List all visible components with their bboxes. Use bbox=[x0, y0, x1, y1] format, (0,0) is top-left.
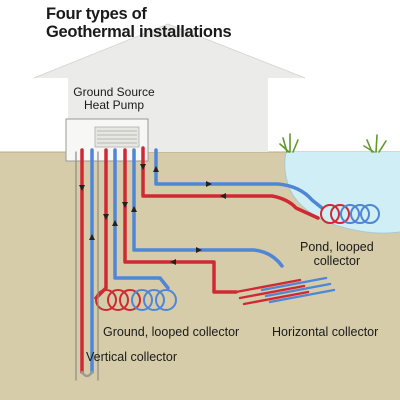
arrow-down-icon bbox=[79, 185, 85, 191]
diagram-title: Four types of Geothermal installations bbox=[46, 5, 232, 42]
pond-coil-2 bbox=[330, 204, 350, 224]
pond-edge bbox=[284, 151, 400, 234]
flow-arrows bbox=[79, 164, 226, 265]
ground-coil-5 bbox=[143, 289, 165, 311]
horizontal-loop-pipes bbox=[123, 148, 336, 306]
house-outline bbox=[33, 23, 306, 79]
ground-return-pipe bbox=[113, 148, 170, 290]
arrow-down-icon bbox=[103, 214, 109, 220]
vertical-collector-label: Vertical collector bbox=[86, 350, 178, 364]
arrow-left-icon bbox=[170, 259, 176, 265]
horizontal-supply-pipe bbox=[123, 148, 238, 294]
arrow-left-icon bbox=[220, 193, 226, 199]
grass-right-icon bbox=[363, 134, 387, 153]
ground-collector-label: Ground, looped collector bbox=[103, 325, 240, 339]
pond-label-line-2: collector bbox=[313, 253, 361, 268]
arrow-down-icon bbox=[140, 164, 146, 170]
ground-supply-pipe bbox=[94, 148, 108, 300]
arrow-right-icon bbox=[196, 247, 202, 253]
grass-left-icon bbox=[279, 133, 299, 153]
ground-coil-1 bbox=[95, 289, 117, 311]
pond-coil-5 bbox=[360, 204, 380, 224]
ground-coil-6 bbox=[155, 289, 177, 311]
title-line-1: Four types of bbox=[46, 5, 147, 23]
pond-coil-1 bbox=[320, 204, 340, 224]
pond-coil-4 bbox=[350, 204, 370, 224]
horizontal-return-pipe bbox=[132, 148, 284, 268]
pond-coil-3 bbox=[340, 204, 360, 224]
vertical-loop-bottom bbox=[80, 370, 94, 378]
horizontal-collector-label: Horizontal collector bbox=[272, 325, 379, 339]
heat-pump-label-line-1: Ground Source bbox=[73, 85, 155, 99]
arrow-down-icon bbox=[122, 202, 128, 208]
arrow-right-icon bbox=[206, 181, 212, 187]
ground-loop-pipes bbox=[94, 148, 177, 311]
pond-loop-pipes bbox=[141, 146, 380, 224]
ground-coil-4 bbox=[131, 289, 153, 311]
horizontal-grid-blue bbox=[260, 276, 336, 304]
arrow-up-icon bbox=[112, 220, 118, 226]
heat-pump-label-line-2: Heat Pump bbox=[83, 97, 145, 112]
arrow-up-icon bbox=[89, 234, 95, 240]
heat-pump-label: Ground Source Heat Pump bbox=[66, 86, 162, 112]
arrow-up-icon bbox=[153, 166, 159, 172]
title-line-2: Geothermal installations bbox=[46, 22, 232, 41]
ground-coil-3 bbox=[119, 289, 141, 311]
pond-return-pipe bbox=[154, 148, 324, 210]
pond-collector-label: Pond, looped collector bbox=[300, 240, 374, 268]
ground-coil-2 bbox=[107, 289, 129, 311]
pond-water bbox=[284, 152, 400, 234]
pond-supply-pipe bbox=[141, 146, 320, 220]
horizontal-grid-red bbox=[234, 278, 310, 306]
arrow-up-icon bbox=[131, 206, 137, 212]
pond-label-line-1: Pond, looped bbox=[300, 240, 374, 254]
